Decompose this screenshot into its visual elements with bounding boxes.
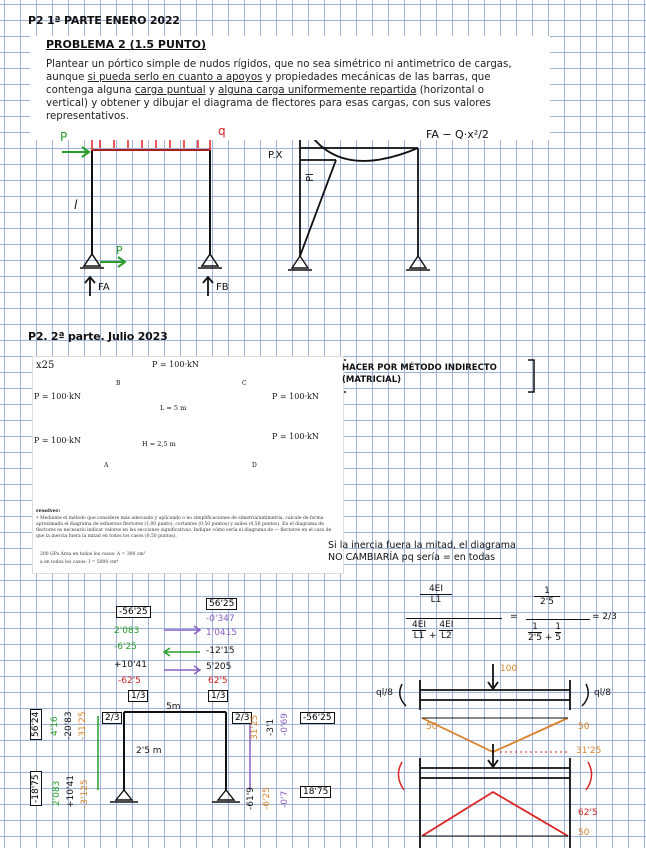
cross-left-4: -62'5 — [118, 676, 141, 686]
vertical-left-3: 4'16 — [50, 716, 60, 736]
stiffness-result: = 2/3 — [592, 612, 617, 622]
scan-load-right-bottom: P = 100·kN — [272, 432, 319, 441]
problem-box — [30, 36, 550, 140]
vertical-left-1: 56'24 — [30, 708, 42, 740]
vertical-right-6: -0'7 — [280, 790, 290, 808]
cross-right-1: -0'347 — [206, 614, 235, 624]
scanned-problem — [32, 356, 344, 574]
side-factor-left: 2/3 — [102, 712, 123, 724]
frame2-PX: P.X — [268, 150, 283, 161]
cross-left-2: -6'25 — [114, 642, 137, 652]
frame1-length: l — [74, 198, 78, 212]
beam-bottom — [419, 744, 571, 848]
problem-title: PROBLEMA 2 (1.5 PUNTO) — [46, 38, 206, 51]
scan-load-left-top: P = 100·kN — [34, 392, 81, 401]
beam-value-62: 62'5 — [578, 808, 598, 818]
scan-span-length: L = 5 m — [160, 404, 187, 412]
moment-box-right: 56'25 — [206, 598, 238, 610]
scan-height: H = 2,5 m — [142, 440, 176, 448]
beam-moment-left: ql/8 — [376, 688, 393, 698]
moment-box-left: -56'25 — [116, 606, 151, 618]
cross-right-3: -12'15 — [206, 646, 235, 656]
frame1-load-P2: P — [116, 244, 123, 257]
scan-load-left-bottom: P = 100·kN — [34, 436, 81, 445]
frame2-formula: FA − Q·x²/2 — [426, 128, 489, 141]
scan-node-C: C — [242, 380, 247, 387]
beam-bottom-diagram — [421, 790, 569, 837]
scan-top-load: P = 100·kN — [152, 360, 199, 369]
stiffness-rhs-divider — [526, 619, 590, 620]
beam-value-31: 31'25 — [576, 746, 602, 756]
scan-resolve-text: • Mediante el método que considere más a… — [36, 516, 332, 539]
vertical-left-6: 2'083 — [52, 780, 62, 806]
iteration-arrows — [97, 625, 251, 790]
header-part1: P2 1ª PARTE ENERO 2022 — [28, 14, 180, 27]
cross-left-3: +10'41 — [114, 660, 147, 670]
header-part2: P2. 2ª parte. Julio 2023 — [28, 330, 168, 343]
stiffness-equals: = — [510, 612, 518, 622]
vertical-right-4: -61'9 — [246, 787, 256, 810]
inertia-note: Si la inercia fuera la mitad, el diagram… — [328, 540, 516, 563]
beam-value-50-right: 50 — [578, 722, 590, 732]
vertical-left-7: +10'41 — [66, 775, 76, 808]
height-label: 2'5 m — [136, 746, 162, 756]
frame1-drawing — [80, 149, 222, 269]
vertical-left-8: -3'125 — [80, 779, 90, 808]
vertical-right-5: -6'25 — [262, 787, 272, 810]
scan-props-1: 200 GPa Área en todos los casos: A = 300… — [40, 552, 146, 557]
vertical-right-2: -3'1 — [266, 718, 276, 736]
vertical-left-5: -31'25 — [78, 711, 88, 740]
frame1-FA: FA — [98, 282, 110, 293]
scan-node-B: B — [116, 380, 121, 387]
beam-moment-right: ql/8 — [594, 688, 611, 698]
vertical-left-2: -18'75 — [30, 771, 42, 806]
scan-resolve-title: resolver: — [36, 508, 61, 514]
frame1-load-P: P — [60, 130, 68, 144]
beam-top-diagram — [421, 717, 569, 753]
frame1-FB: FB — [216, 282, 229, 293]
reaction-arrows — [84, 275, 214, 296]
moment-arcs — [397, 683, 593, 791]
beam-value-50-left: 50 — [426, 722, 438, 732]
dist-factor-left: 1/3 — [128, 690, 149, 702]
dist-factor-right: 1/3 — [208, 690, 229, 702]
cross-right-2: 1'0415 — [206, 628, 238, 638]
vertical-right-3: -0'69 — [280, 713, 290, 736]
scan-node-A: A — [104, 462, 109, 469]
cross-left-1: 2'083 — [114, 626, 140, 636]
scan-load-right-top: P = 100·kN — [272, 392, 319, 401]
vertical-right-1: 31'25 — [250, 714, 260, 740]
beam-value-50-bottom: 50 — [578, 828, 590, 838]
scan-props-2: a en todos los casos: I = 5000 cm⁴ — [40, 560, 119, 565]
cross-right-4: 5'205 — [206, 662, 232, 672]
stiffness-divider — [406, 618, 502, 619]
vertical-left-4: -20'83 — [64, 711, 74, 740]
frame2-pl: Pl — [304, 173, 316, 182]
moment-box-right-top: -56'25 — [300, 712, 335, 724]
side-factor-right: 2/3 — [232, 712, 253, 724]
beam-top — [419, 664, 571, 710]
beam-load-label: 100 — [500, 664, 518, 674]
moment-box-right-bottom: 18'75 — [300, 786, 332, 798]
scan-number: x25 — [36, 360, 55, 371]
span-label: 5m — [166, 702, 181, 712]
indirect-method-note: HACER POR MÉTODO INDIRECTO (MATRICIAL) — [342, 363, 497, 385]
frame1-load-q: q — [218, 124, 226, 138]
cross-right-5: 62'5 — [208, 676, 228, 686]
bottom-frame-drawing — [110, 711, 240, 803]
green-point-loads — [62, 146, 127, 268]
scan-node-D: D — [252, 462, 257, 469]
problem-text: Plantear un pórtico simple de nudos rígi… — [46, 59, 512, 122]
